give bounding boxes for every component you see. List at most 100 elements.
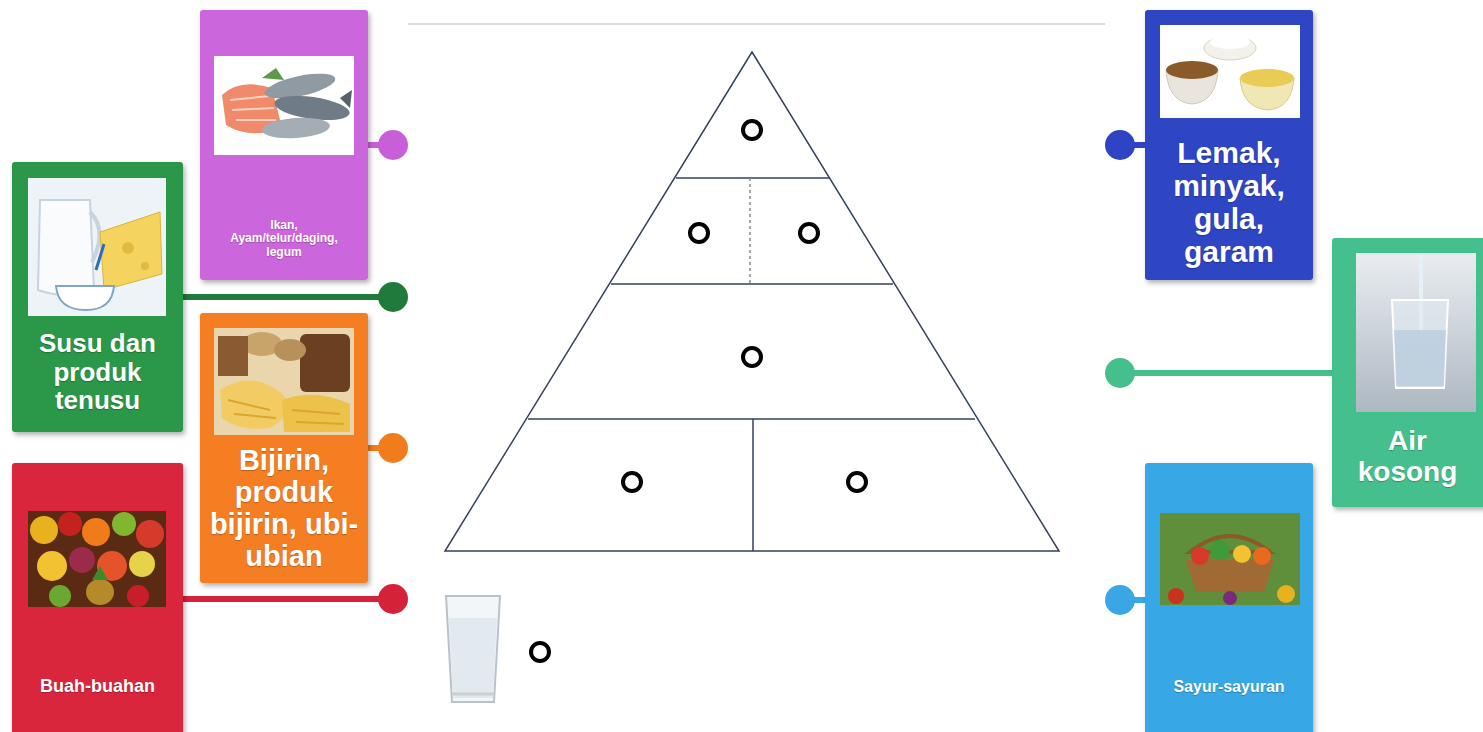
card-ground [200, 313, 368, 583]
drop-target-ring [800, 224, 818, 242]
bread-slice [218, 336, 248, 376]
spoon [96, 244, 104, 270]
pyramid-divider [752, 419, 754, 551]
food-group-label: Buah-buahan [18, 677, 178, 697]
pepper [1233, 545, 1251, 563]
leader-handles [378, 130, 1135, 615]
leader-handle [1105, 358, 1135, 388]
fish-tail [340, 90, 352, 108]
pasta-heap [220, 380, 288, 428]
drop-target-ring [743, 348, 761, 366]
food-group-card: Bijirin, produk bijirin, ubi-ubian [200, 313, 368, 583]
food-group-label: Air kosong [1343, 426, 1473, 488]
fruit [82, 518, 110, 546]
pepper [1277, 585, 1295, 603]
fish-photo [214, 56, 354, 155]
pineapple [86, 579, 114, 605]
eggplant [1223, 591, 1237, 605]
food-group-label: Bijirin, produk bijirin, ubi-ubian [209, 445, 359, 573]
pyramid-dashed-divider [749, 178, 751, 284]
pyramid-divider [528, 418, 975, 420]
food-group-card: Lemak, minyak, gula, garam [1145, 10, 1313, 280]
drop-target-ring [690, 224, 708, 242]
pyramid [445, 52, 1059, 551]
fruit [127, 585, 149, 607]
tomato [1168, 588, 1184, 604]
food-group-card: Susu dan produk tenusu [12, 162, 183, 432]
pyramid-divider [676, 177, 829, 179]
leader-handle [378, 130, 408, 160]
leader-line [181, 294, 393, 300]
card-ground [1145, 10, 1313, 280]
cheese-hole [122, 242, 134, 254]
herb-garnish [262, 68, 284, 80]
card-text-area: Susu dan produk tenusu [12, 316, 183, 428]
glass-water [449, 618, 497, 698]
drop-target-ring [848, 473, 866, 491]
fish [261, 116, 330, 141]
photo-ground [28, 511, 166, 607]
food-group-card: Buah-buahan [12, 463, 183, 732]
fruit [58, 512, 82, 536]
glass [1392, 300, 1448, 388]
tomato [1191, 547, 1209, 565]
photo-ground [214, 328, 354, 435]
card-text-area: Ikan, Ayam/telur/daging, legum [200, 202, 368, 276]
yogurt-bowl [56, 286, 114, 310]
glass-base [452, 693, 494, 696]
photo-ground [1356, 253, 1476, 412]
photo-ground [1160, 513, 1300, 605]
fruit [30, 516, 58, 544]
pineapple-crown [92, 566, 108, 580]
card-text-area: Sayur-sayuran [1145, 663, 1313, 711]
fruit [136, 520, 164, 548]
pyramid-outline [445, 52, 1059, 551]
fruit [129, 551, 155, 577]
dairy-photo [28, 178, 166, 316]
leader-line [181, 596, 393, 602]
card-grounds [12, 10, 1483, 732]
card-ground [1332, 238, 1483, 507]
flour-heap [1210, 35, 1250, 49]
fruit-photo [28, 511, 166, 607]
glass-body [446, 596, 500, 702]
photo-ground [1160, 25, 1300, 118]
pasta-strands [228, 400, 344, 424]
rye-bread [300, 334, 350, 392]
oil-surface [1240, 69, 1294, 87]
top-rule [408, 23, 1105, 25]
drop-targets [531, 121, 866, 661]
flour-bowl [1204, 36, 1256, 60]
cheese-hole [141, 262, 149, 270]
photo-ground [28, 178, 166, 316]
fat-sugar-salt-photo [1160, 25, 1300, 118]
drop-target-ring [623, 473, 641, 491]
salmon-stripes [230, 96, 276, 120]
drop-target-ring [743, 121, 761, 139]
leader-handle [378, 584, 408, 614]
leader-handle [378, 433, 408, 463]
leader-handle [378, 282, 408, 312]
food-group-card: Ikan, Ayam/telur/daging, legum [200, 10, 368, 280]
photo-ground [214, 56, 354, 155]
fruit [69, 547, 95, 573]
card-ground [200, 10, 368, 280]
food-group-label: Ikan, Ayam/telur/daging, legum [222, 219, 347, 259]
water-glass-icon [446, 596, 500, 702]
cheese-block [100, 212, 162, 290]
broccoli [1210, 540, 1230, 560]
water-photo [1356, 253, 1476, 412]
fruit [112, 512, 136, 536]
food-group-card: Sayur-sayuran [1145, 463, 1313, 732]
leader-handle [1105, 130, 1135, 160]
glass-water [1394, 330, 1446, 386]
pyramid-divider [611, 283, 893, 285]
card-ground [12, 162, 183, 432]
card-text-area: Bijirin, produk bijirin, ubi-ubian [200, 437, 368, 581]
milk-jug [38, 200, 94, 295]
card-ground [1145, 463, 1313, 732]
leader-line [1120, 370, 1334, 376]
